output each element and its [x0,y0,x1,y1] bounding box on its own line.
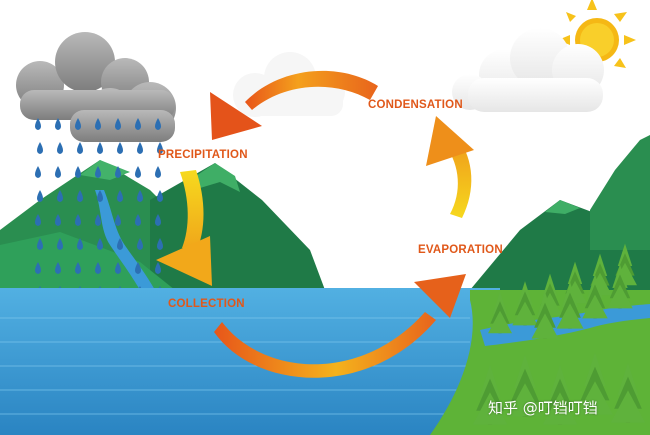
raindrop-icon [137,142,143,154]
raindrop-icon [77,238,83,250]
raindrop-icon [57,190,63,202]
forest [472,243,646,425]
raindrop-icon [117,142,123,154]
pine-tree-icon [507,354,543,417]
raindrop-icon [97,190,103,202]
raindrop-icon [75,118,81,130]
raindrop-icon [55,118,61,130]
raindrop-icon [55,214,61,226]
raindrop-icon [115,214,121,226]
label-precipitation: PRECIPITATION [158,149,248,161]
raindrop-icon [135,262,141,274]
pine-tree-icon [542,364,578,425]
pine-tree-icon [610,362,646,423]
arrow-collection-to-evaporation [214,312,436,378]
raindrop-icon [137,238,143,250]
raindrop-icon [155,166,161,178]
raindrop-icon [117,190,123,202]
pine-tree-icon [512,281,538,326]
white-cloud-icon [452,28,604,112]
raindrop-icon [75,166,81,178]
watermark: 知乎 @叮铛叮铛 [488,399,598,417]
raindrop-icon [135,214,141,226]
raindrop-icon [157,190,163,202]
pine-tree-icon [607,264,633,309]
raindrop-icon [75,262,81,274]
raindrop-icon [115,166,121,178]
raindrop-icon [77,190,83,202]
arrowhead-precipitation [210,92,262,140]
arrow-precipitation-to-collection [180,170,204,252]
raindrop-icon [157,238,163,250]
pine-tree-icon [582,274,608,319]
label-collection: COLLECTION [168,298,245,310]
raindrop-icon [137,190,143,202]
pine-tree-icon [488,291,512,334]
raindrop-icon [95,262,101,274]
arrow-condensation-to-precipitation [245,70,378,110]
pine-tree-icon [556,281,584,329]
arrow-evaporation-to-condensation [446,138,472,218]
left-mountains [0,160,325,290]
raindrop-icon [35,262,41,274]
raindrop-icon [37,142,43,154]
raindrop-icon [157,142,163,154]
raindrop-icon [135,166,141,178]
raindrop-icon [35,118,41,130]
raindrop-icon [95,166,101,178]
raindrop-icon [35,214,41,226]
raindrop-icon [55,262,61,274]
raindrop-icon [155,118,161,130]
label-evaporation: EVAPORATION [418,244,503,256]
raindrop-icon [37,190,43,202]
arrowhead-condensation [426,116,474,166]
raindrop-icon [155,262,161,274]
raindrop-icon [37,238,43,250]
raindrop-icon [77,142,83,154]
raindrop-icon [57,142,63,154]
raindrop-icon [35,166,41,178]
label-condensation: CONDENSATION [368,99,463,111]
raindrop-icon [75,214,81,226]
pine-tree-icon [531,291,559,339]
arrowhead-evaporation [414,274,466,318]
arrowhead-collection [156,236,212,286]
pine-tree-icon [472,364,508,425]
raindrop-icon [95,214,101,226]
raindrop-icon [55,166,61,178]
raindrop-icon [97,142,103,154]
lake-ripples [0,317,470,415]
raindrop-icon [115,118,121,130]
left-river [95,190,155,290]
raindrop-icon [155,214,161,226]
pine-tree-icon [577,352,613,415]
raindrop-icon [57,238,63,250]
raindrop-icon [135,118,141,130]
raindrop-icon [95,118,101,130]
raindrop-icon [117,238,123,250]
raindrop-icon [97,238,103,250]
raindrop-icon [115,262,121,274]
